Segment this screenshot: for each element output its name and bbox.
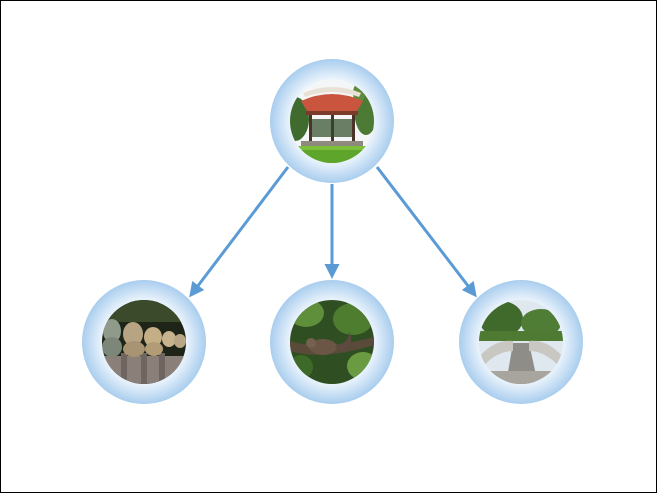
arrow-root-to-child-3 [375, 166, 477, 298]
node-root[interactable] [270, 59, 394, 183]
squirrel-in-tree-photo [290, 300, 374, 384]
connector-arrows [189, 166, 477, 298]
arrow-root-to-child-1 [189, 166, 290, 298]
node-child-3[interactable] [459, 280, 583, 404]
node-child-2[interactable] [270, 280, 394, 404]
stone-lion-statues-photo [102, 300, 186, 384]
stone-bridge-photo [479, 300, 563, 384]
node-child-1[interactable] [82, 280, 206, 404]
